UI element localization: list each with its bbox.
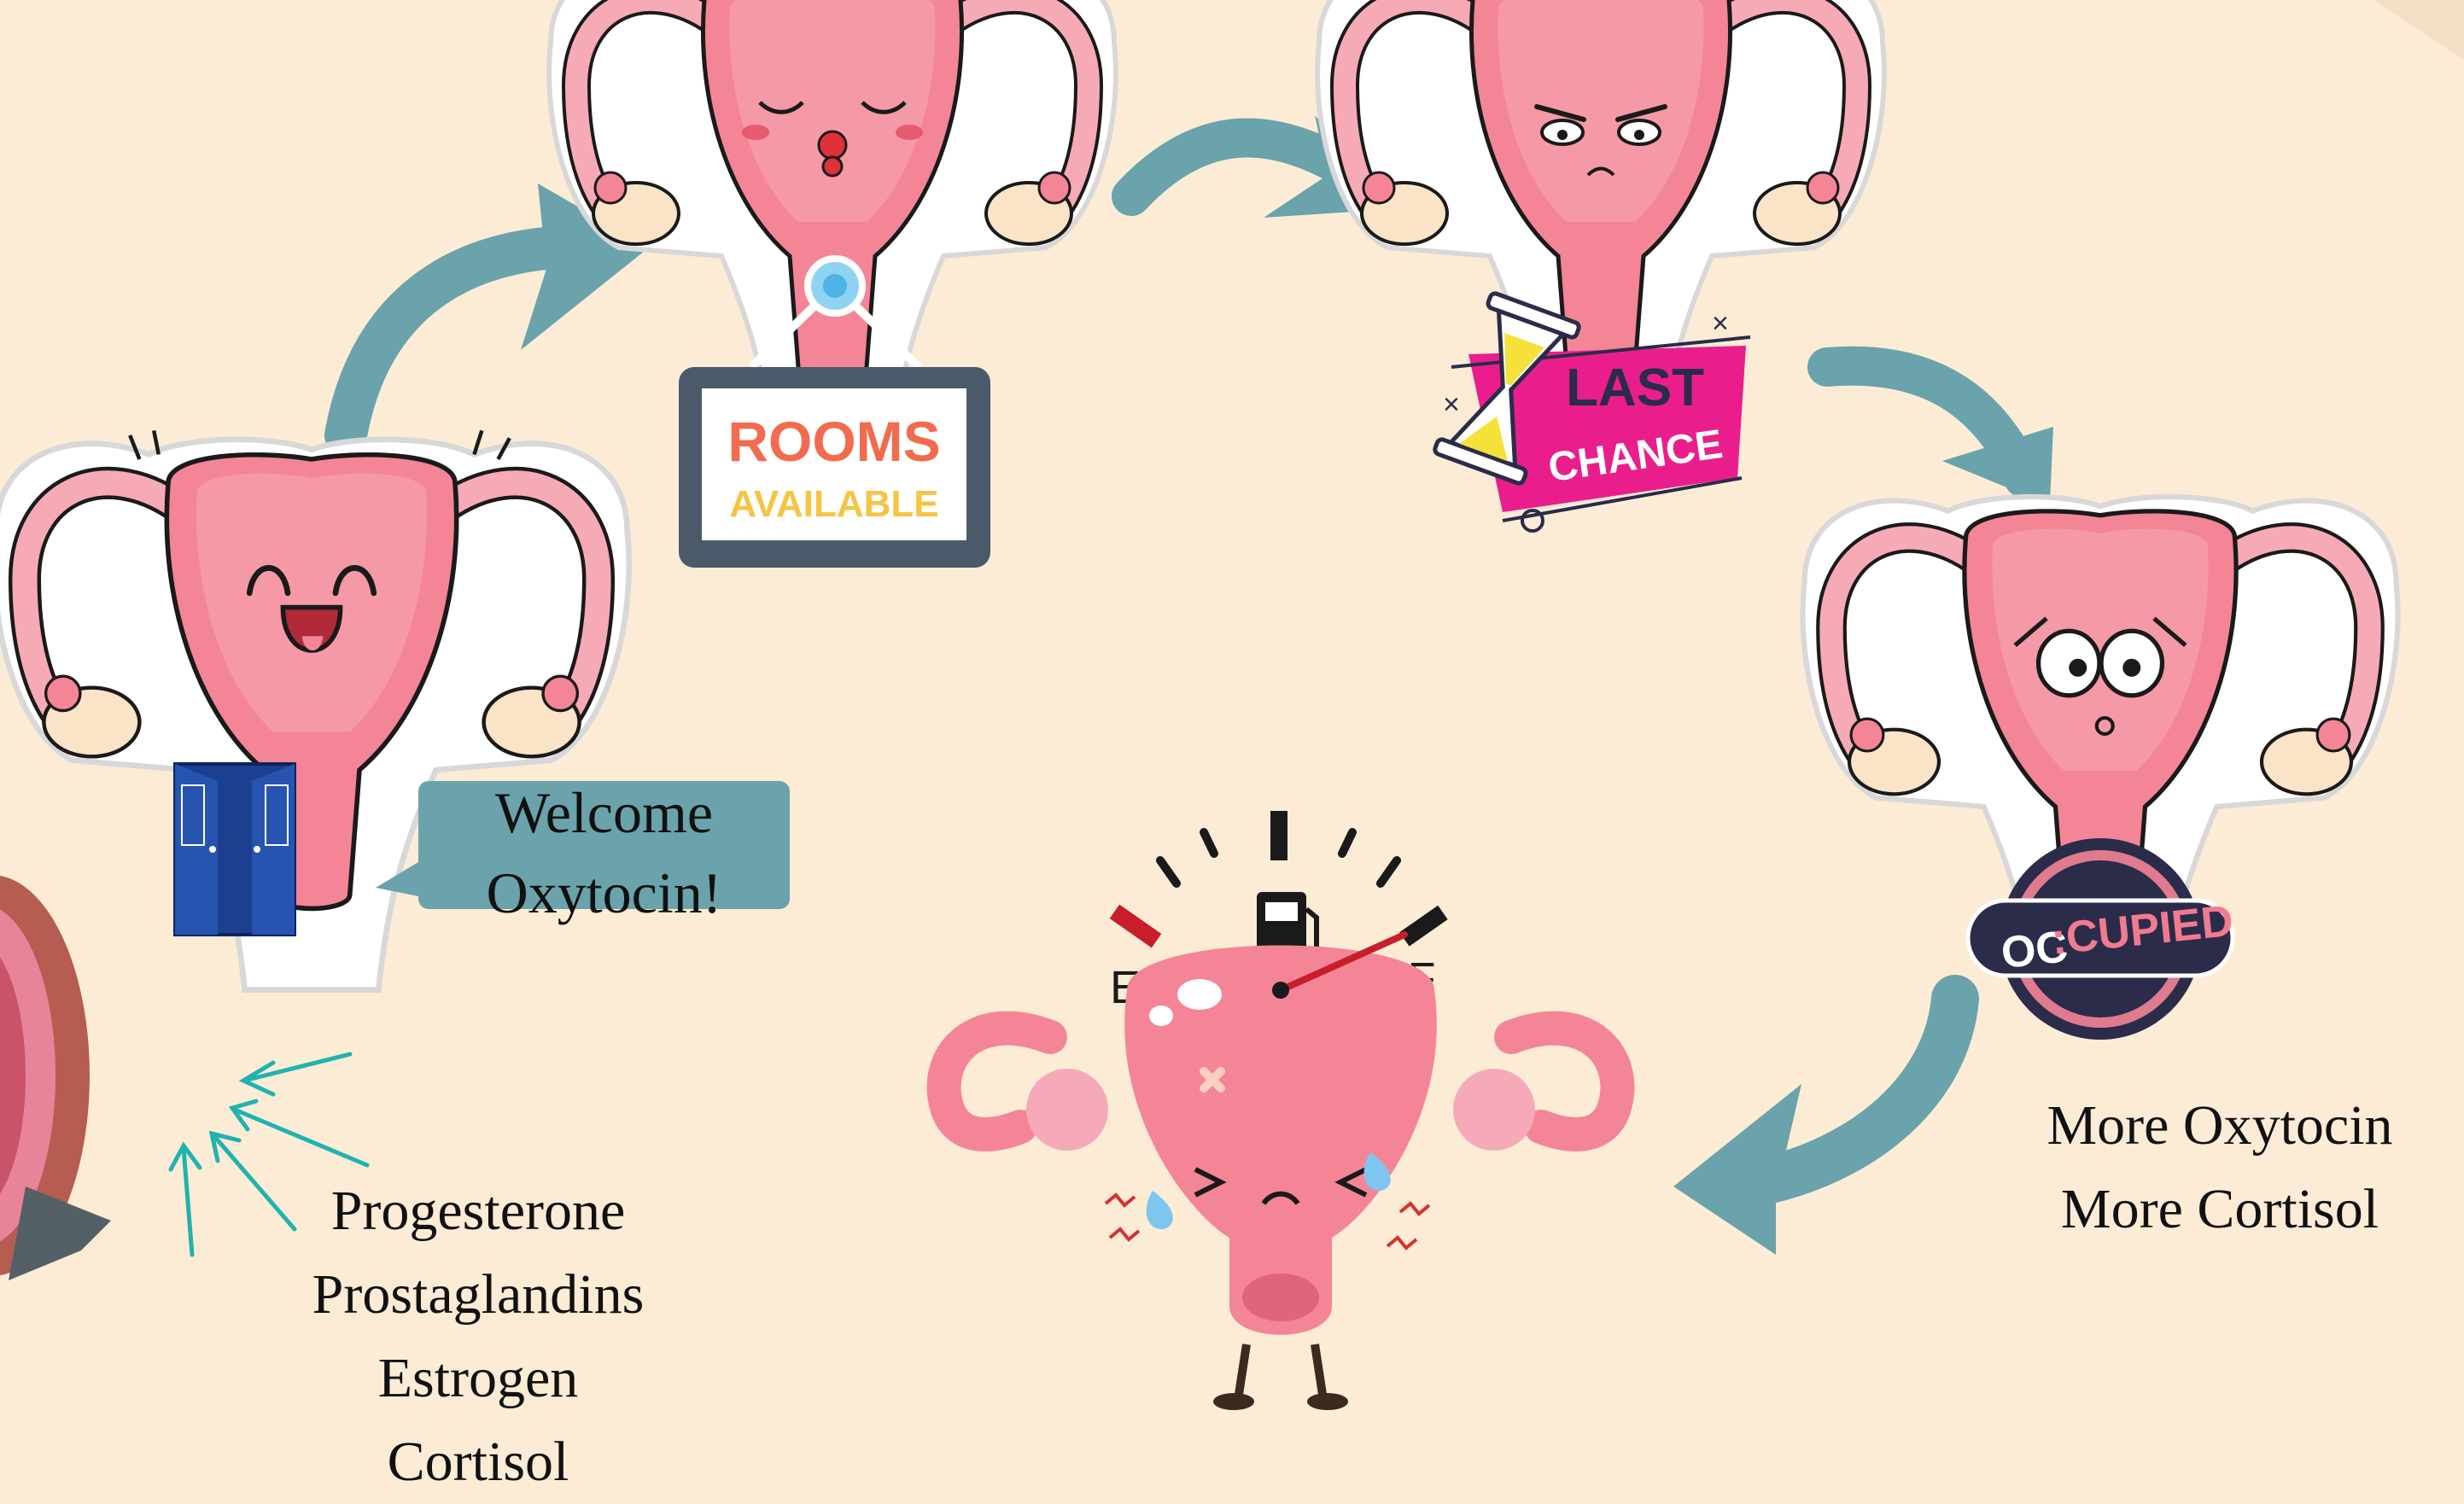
- hormone-item: Progesterone: [222, 1169, 734, 1253]
- door-icon: [175, 764, 295, 935]
- rooms-label: ROOMS: [727, 410, 940, 473]
- svg-text:×: ×: [1443, 388, 1460, 421]
- partial-uterus-cross-section: [0, 875, 111, 1280]
- cycle-arrow-4: [1673, 999, 1955, 1255]
- uterus-crying: [944, 946, 1618, 1411]
- welcome-caption: Welcome Oxytocin!: [418, 772, 790, 933]
- more-item: More Oxytocin: [1972, 1084, 2464, 1168]
- welcome-caption-line2: Oxytocin!: [418, 853, 790, 933]
- svg-text:×: ×: [1712, 307, 1729, 340]
- rooms-available-sign: ROOMS AVAILABLE: [679, 259, 990, 568]
- more-item: More Cortisol: [1972, 1168, 2464, 1251]
- hormone-item: Estrogen: [222, 1337, 734, 1420]
- hormone-item: Prostaglandins: [222, 1253, 734, 1337]
- more-hormones-list: More Oxytocin More Cortisol: [1972, 1084, 2464, 1251]
- available-label: AVAILABLE: [729, 483, 938, 525]
- corner-shape: [2373, 0, 2464, 60]
- hormone-item: Cortisol: [222, 1420, 734, 1504]
- last-label: LAST: [1566, 359, 1704, 417]
- hormone-list: Progesterone Prostaglandins Estrogen Cor…: [222, 1169, 734, 1504]
- welcome-caption-line1: Welcome: [418, 772, 790, 853]
